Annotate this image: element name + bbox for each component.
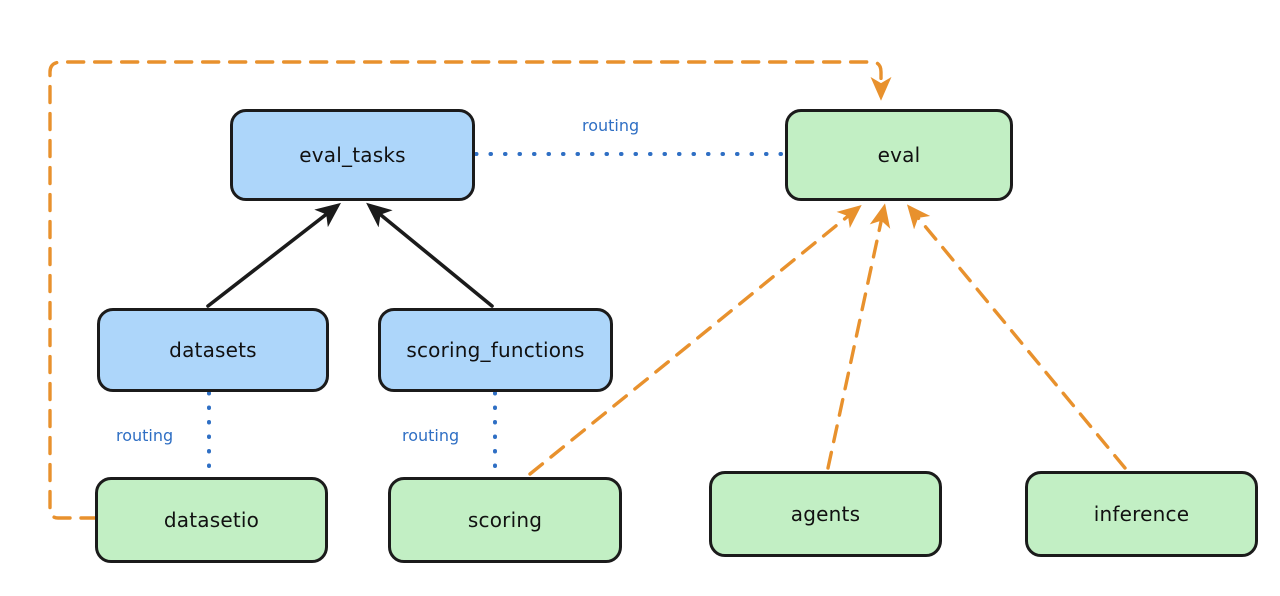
edge-label-routing-datasets: routing	[112, 426, 178, 445]
node-label-scoring: scoring	[467, 508, 543, 532]
edge-inference-to-eval	[906, 204, 1127, 470]
node-scoring-functions[interactable]: scoring_functions	[378, 308, 613, 392]
edge-datasets-to-eval-tasks	[206, 202, 341, 308]
node-label-inference: inference	[1093, 502, 1190, 526]
edge-scoring-functions-to-eval-tasks	[366, 202, 494, 308]
edge-label-routing-eval-tasks: routing	[578, 116, 644, 135]
node-datasetio[interactable]: datasetio	[95, 477, 328, 563]
node-scoring[interactable]: scoring	[388, 477, 622, 563]
node-eval[interactable]: eval	[785, 109, 1013, 201]
node-inference[interactable]: inference	[1025, 471, 1258, 557]
node-agents[interactable]: agents	[709, 471, 942, 557]
node-label-scoring-functions: scoring_functions	[406, 338, 585, 362]
node-label-datasetio: datasetio	[163, 508, 260, 532]
edge-label-routing-scoring: routing	[398, 426, 464, 445]
node-label-agents: agents	[790, 502, 861, 526]
node-label-datasets: datasets	[169, 338, 257, 362]
node-eval-tasks[interactable]: eval_tasks	[230, 109, 475, 201]
node-label-eval: eval	[877, 143, 921, 167]
node-datasets[interactable]: datasets	[97, 308, 329, 392]
edge-scoring-to-eval	[528, 205, 862, 476]
edge-agents-to-eval	[826, 203, 891, 470]
edge-datasetio-to-eval	[48, 60, 892, 520]
node-label-eval-tasks: eval_tasks	[299, 143, 406, 167]
